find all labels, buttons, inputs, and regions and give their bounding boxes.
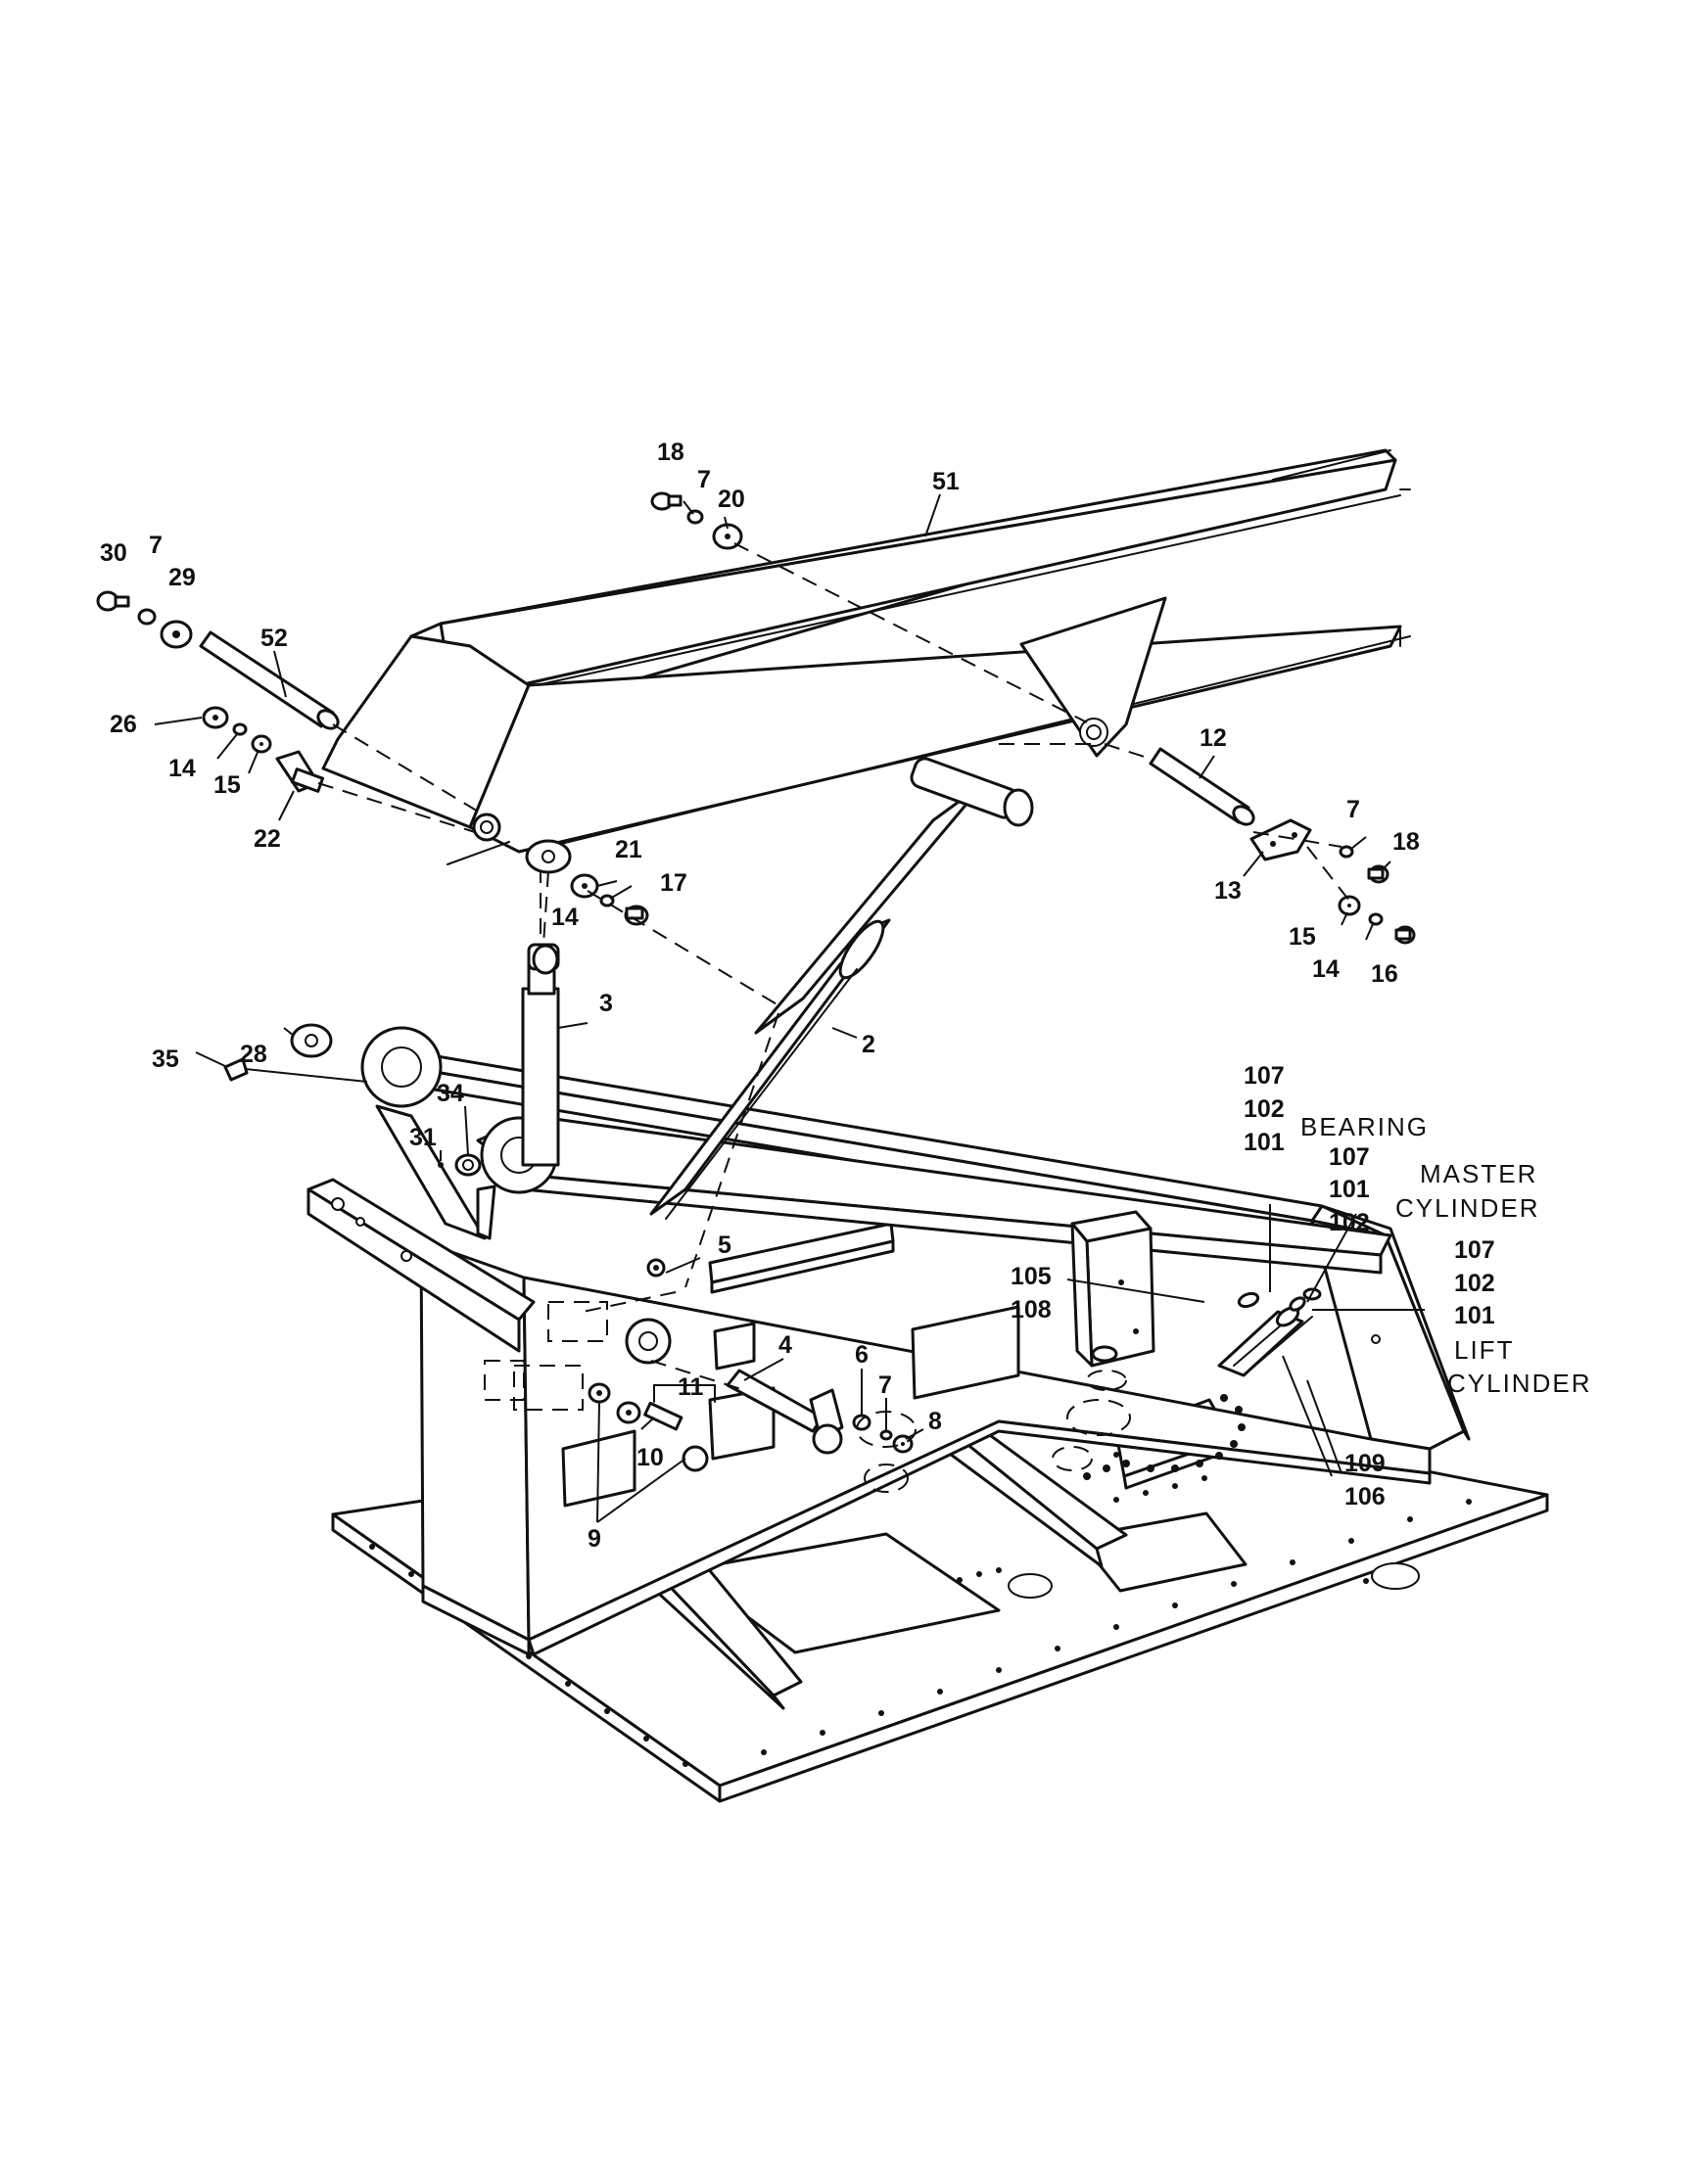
callout-2: 2 — [862, 1031, 875, 1058]
leader-lines — [154, 493, 1425, 1523]
callout-51: 51 — [932, 468, 960, 495]
callout-105: 105 — [1011, 1263, 1052, 1290]
callout-11: 11 — [678, 1373, 704, 1401]
callout-106: 106 — [1344, 1483, 1386, 1510]
callout-18: 18 — [657, 439, 684, 466]
callout-3: 3 — [599, 990, 613, 1017]
callout-31: 31 — [409, 1124, 437, 1151]
note-bearing: BEARING — [1300, 1112, 1429, 1141]
callout-9: 9 — [588, 1525, 601, 1553]
callout-17: 17 — [660, 869, 687, 897]
callout-107: 107 — [1329, 1143, 1370, 1171]
hardware-left — [202, 706, 325, 793]
note-master-cylinder-line2: CYLINDER — [1395, 1193, 1539, 1223]
retainer-plate-13 — [1249, 818, 1312, 861]
callout-101: 101 — [1244, 1129, 1285, 1156]
floor-cutout-left — [683, 1532, 1001, 1654]
callout-107: 107 — [1244, 1062, 1285, 1090]
lift-cylinder-2 — [649, 757, 1034, 1220]
callout-20: 20 — [718, 486, 745, 513]
hydraulic-fittings — [1091, 1287, 1322, 1377]
floor-hole — [1371, 1562, 1420, 1590]
callout-7: 7 — [1346, 796, 1360, 823]
callout-29: 29 — [168, 564, 196, 591]
valve-bracket — [1070, 1210, 1155, 1368]
callout-101: 101 — [1329, 1176, 1370, 1203]
callout-109: 109 — [1344, 1450, 1386, 1477]
plate-opening — [713, 1322, 756, 1371]
callout-12: 12 — [1200, 724, 1227, 752]
callout-7: 7 — [878, 1371, 892, 1399]
boom-gusset — [1019, 596, 1167, 758]
callout-7: 7 — [149, 532, 163, 559]
note-master-cylinder-line1: MASTER — [1420, 1159, 1537, 1188]
callout-28: 28 — [240, 1041, 267, 1068]
cylinder-3 — [521, 842, 560, 1167]
callout-52: 52 — [260, 625, 288, 652]
callout-102: 102 — [1329, 1209, 1370, 1236]
callout-15: 15 — [1289, 923, 1316, 951]
hardware-top-left — [96, 590, 340, 730]
callout-22: 22 — [254, 825, 281, 853]
hardware-right — [1149, 747, 1416, 945]
hardware-arm-pivot — [438, 1153, 666, 1278]
callout-16: 16 — [1371, 960, 1398, 988]
callout-10: 10 — [636, 1444, 664, 1471]
bolt-circle — [1083, 1394, 1246, 1480]
assembly-lines — [317, 542, 1350, 1391]
callout-18: 18 — [1392, 828, 1420, 856]
hardware-pivot-left — [223, 1023, 368, 1083]
callout-102: 102 — [1244, 1095, 1285, 1123]
callout-5: 5 — [718, 1231, 731, 1259]
callout-101: 101 — [1454, 1302, 1495, 1329]
callout-14: 14 — [168, 755, 196, 782]
callout-107: 107 — [1454, 1236, 1495, 1264]
callout-34: 34 — [437, 1080, 464, 1107]
callout-26: 26 — [110, 711, 137, 738]
callout-8: 8 — [928, 1408, 942, 1435]
callout-13: 13 — [1214, 877, 1242, 905]
hardware-top-center — [650, 491, 743, 550]
callout-108: 108 — [1011, 1296, 1052, 1324]
note-lift-cylinder-line1: LIFT — [1454, 1335, 1514, 1365]
plate-opening — [911, 1305, 1020, 1400]
callout-14: 14 — [1312, 955, 1340, 983]
callout-15: 15 — [213, 771, 241, 799]
callout-4: 4 — [778, 1331, 792, 1359]
hardware-lower-left — [588, 1382, 716, 1472]
callout-14: 14 — [551, 904, 579, 931]
boom-51 — [321, 448, 1411, 874]
callout-35: 35 — [152, 1046, 179, 1073]
callout-21: 21 — [615, 836, 642, 863]
callout-6: 6 — [855, 1341, 869, 1369]
callout-30: 30 — [100, 539, 127, 567]
pin-4-assembly — [625, 1318, 914, 1455]
note-lift-cylinder-line2: CYLINDER — [1447, 1369, 1591, 1398]
floor-hole — [1008, 1573, 1053, 1599]
callout-102: 102 — [1454, 1270, 1495, 1297]
callout-labels: 18 7 20 51 30 7 29 52 26 14 15 22 21 17 … — [100, 439, 1591, 1553]
callout-7: 7 — [697, 466, 711, 493]
